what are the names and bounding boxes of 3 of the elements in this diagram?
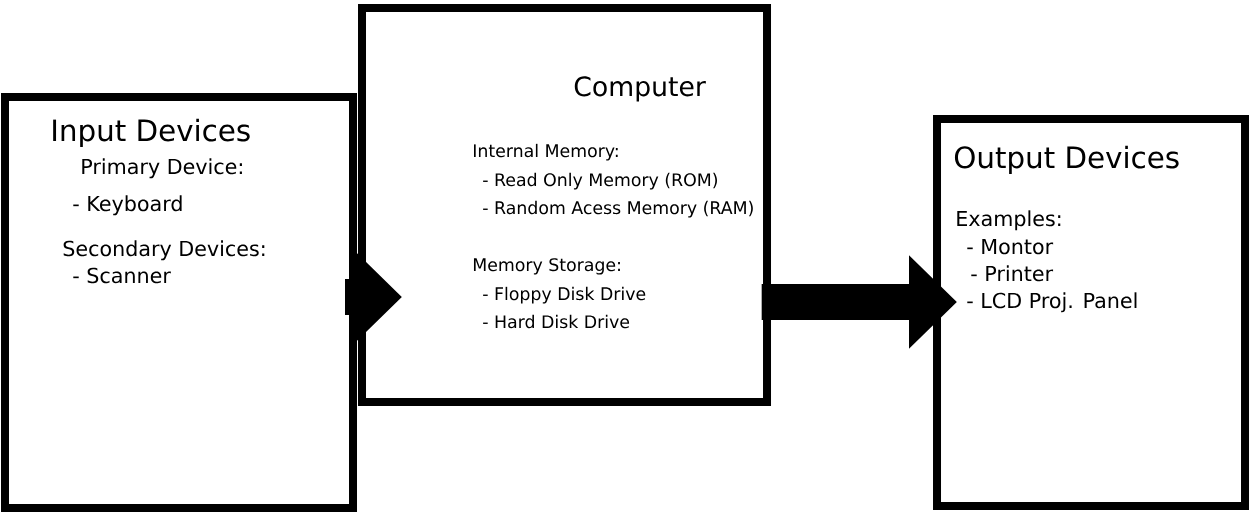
- device-box: Input Devices Primary Device: - Keyboard Secondary Devices: - Scanner: [1, 93, 357, 512]
- device-box: Output Devices Examples: - Montor - Printer - LCD Proj. Panel: [933, 115, 1249, 510]
- device-box: Computer Internal Memory: - Read Only Memory (ROM) - Random Acess Memory (RAM) Memory Storage: - Floppy Disk Drive - Hard Disk Drive: [358, 4, 771, 406]
